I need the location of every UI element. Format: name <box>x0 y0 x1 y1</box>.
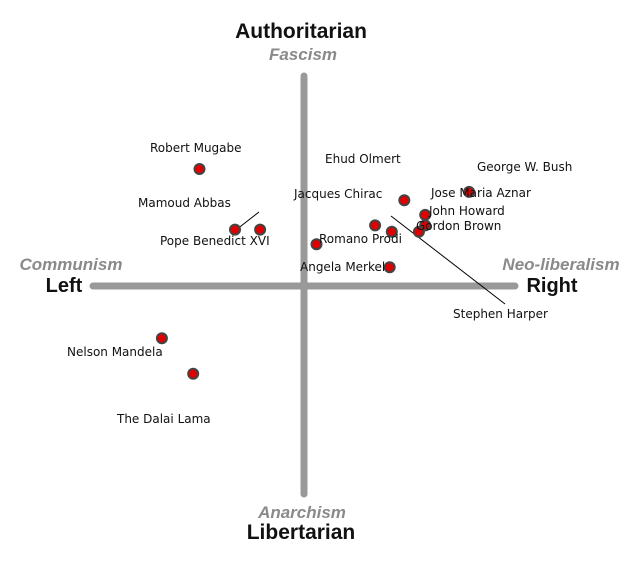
label-ehud-olmert: Ehud Olmert <box>325 152 401 166</box>
point-gordon-brown <box>412 225 425 238</box>
label-romano-prodi: Romano Prodi <box>319 232 402 246</box>
label-stephen-harper: Stephen Harper <box>453 307 548 321</box>
point-robert-mugabe <box>193 163 206 175</box>
axis-right-label: Right <box>526 275 577 297</box>
point-jacques-chirac <box>369 219 382 232</box>
label-jacques-chirac: Jacques Chirac <box>293 187 382 201</box>
axis-bottom-label: Libertarian <box>247 521 356 544</box>
data-points <box>155 163 476 380</box>
axis-bottom-sublabel: Anarchism <box>257 503 346 522</box>
label-dalai-lama: The Dalai Lama <box>116 412 211 426</box>
label-george-w-bush: George W. Bush <box>477 160 572 174</box>
label-robert-mugabe: Robert Mugabe <box>150 141 242 155</box>
point-angela-merkel <box>383 261 396 274</box>
point-labels: Robert Mugabe Ehud Olmert George W. Bush… <box>67 141 572 426</box>
label-jose-maria-aznar: Jose Maria Aznar <box>430 186 531 200</box>
label-nelson-mandela: Nelson Mandela <box>67 345 163 359</box>
point-nelson-mandela <box>155 332 168 345</box>
axis-top-sublabel: Fascism <box>269 45 337 64</box>
label-mamoud-abbas: Mamoud Abbas <box>138 196 231 210</box>
axis-left-sublabel: Communism <box>20 255 123 274</box>
point-george-w-bush <box>463 185 476 198</box>
point-stephen-harper <box>385 225 398 238</box>
axis-left-label: Left <box>46 275 83 297</box>
point-ehud-olmert <box>398 194 411 207</box>
point-pope-benedict <box>254 223 267 236</box>
label-john-howard: John Howard <box>428 204 505 218</box>
label-pope-benedict: Pope Benedict XVI <box>160 234 270 248</box>
axis-top-label: Authoritarian <box>235 20 367 43</box>
axis-right-sublabel: Neo-liberalism <box>502 255 619 274</box>
point-dalai-lama <box>187 367 200 380</box>
label-angela-merkel: Angela Merkel <box>300 260 385 274</box>
leader-line-stephen-harper <box>390 215 506 305</box>
label-gordon-brown: Gordon Brown <box>416 219 501 233</box>
point-romano-prodi <box>310 238 323 251</box>
point-mamoud-abbas <box>229 223 241 236</box>
